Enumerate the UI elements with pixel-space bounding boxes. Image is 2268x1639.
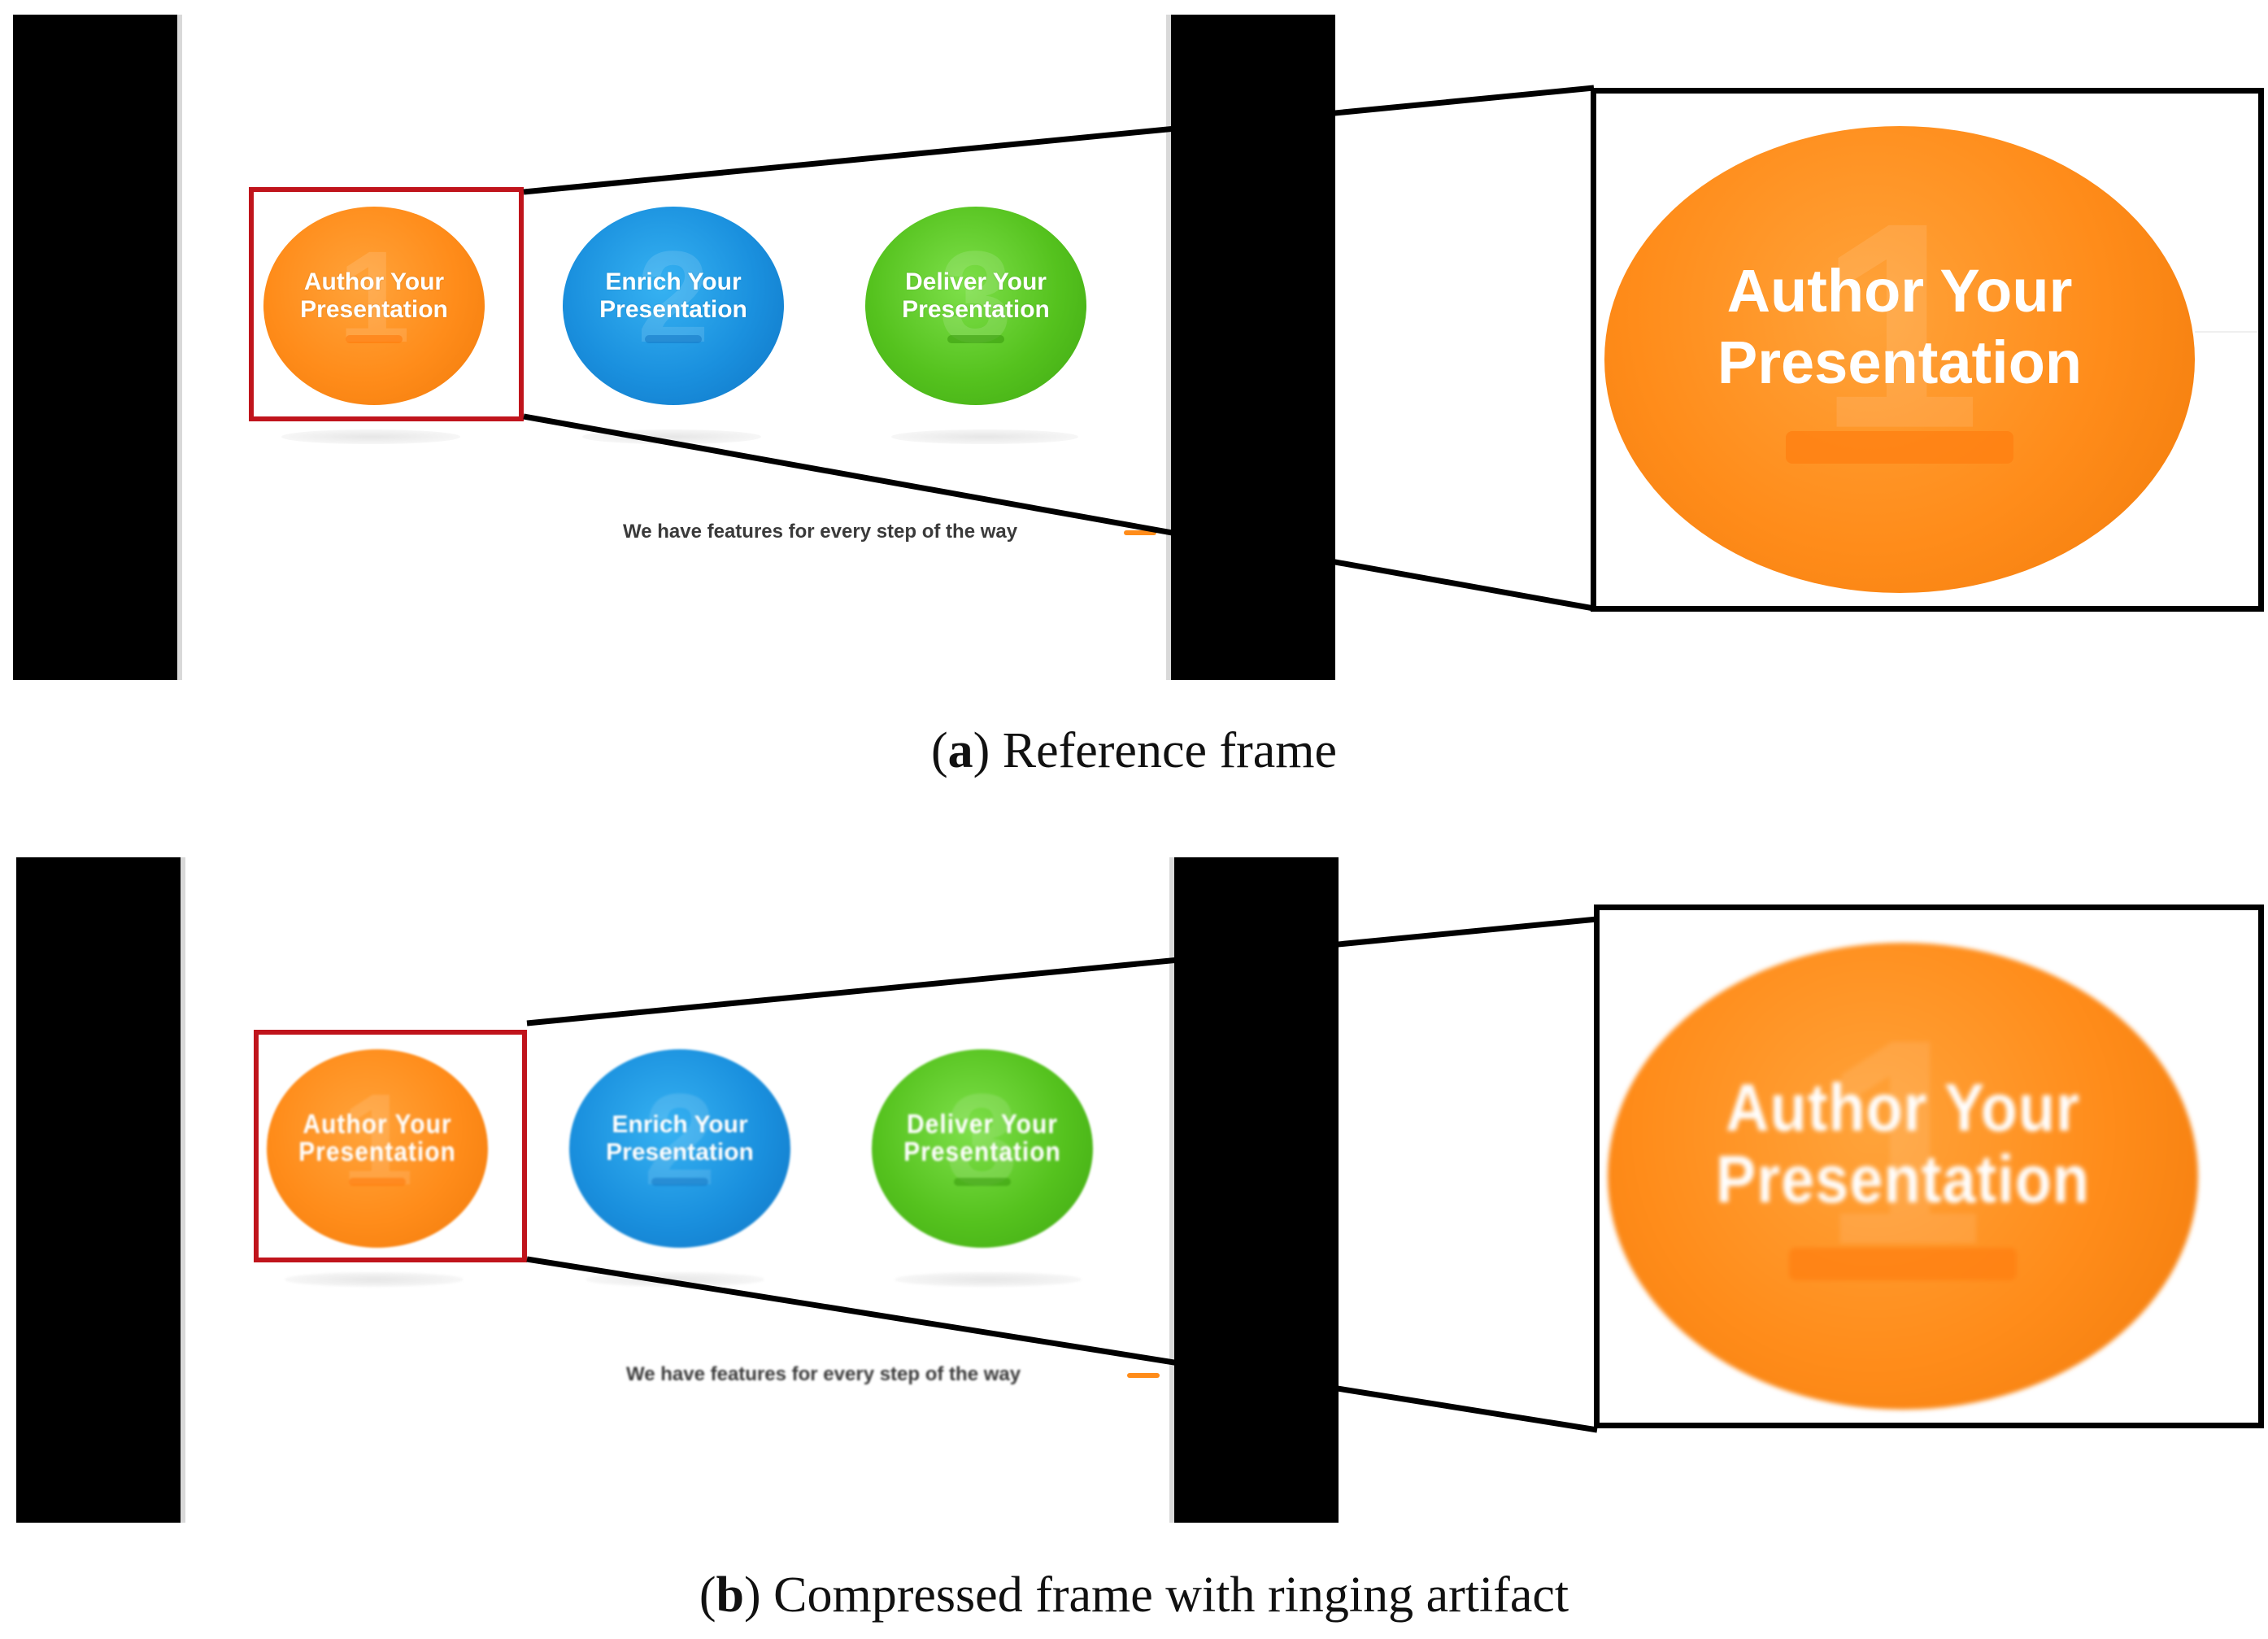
disc-label-line1: Deliver Your bbox=[905, 268, 1047, 295]
enrich-disc: 2 Enrich Your Presentation bbox=[563, 207, 784, 405]
disc-ghost-number: 1 bbox=[337, 223, 411, 369]
disc-shadow bbox=[285, 1272, 464, 1287]
disc-ghost-number: 1 bbox=[341, 1066, 414, 1212]
right-bar-edge bbox=[1169, 857, 1174, 1523]
disc-underline bbox=[954, 1178, 1011, 1186]
zoom-background-line bbox=[2195, 331, 2258, 333]
reference-frame: 1 Author Your Presentation 2 Enrich Your… bbox=[13, 15, 1335, 680]
right-letterbox-bar bbox=[1174, 857, 1339, 1523]
caption-a-text: Reference frame bbox=[1002, 723, 1338, 778]
caption-a: (a) Reference frame bbox=[930, 723, 1338, 778]
left-bar-edge bbox=[181, 857, 185, 1523]
enrich-disc: 2 Enrich Your Presentation bbox=[569, 1049, 790, 1248]
disc-label-line2: Presentation bbox=[902, 296, 1050, 323]
disc-ghost-number: 3 bbox=[939, 223, 1012, 369]
zoom-inset: 1 Author Your Presentation bbox=[1594, 905, 2264, 1428]
zoom-underline bbox=[1789, 1248, 2017, 1280]
author-disc: 1 Author Your Presentation bbox=[263, 207, 485, 405]
disc-underline bbox=[349, 1178, 406, 1186]
connector-bottom-line bbox=[526, 1256, 1598, 1433]
disc-underline bbox=[645, 335, 702, 343]
left-letterbox-bar bbox=[16, 857, 181, 1523]
disc-ghost-number: 2 bbox=[637, 223, 710, 369]
disc-shadow bbox=[895, 1272, 1082, 1287]
disc-label-line2: Presentation bbox=[298, 1136, 456, 1167]
caption-a-letter: a bbox=[947, 723, 973, 778]
disc-label-line2: Presentation bbox=[903, 1136, 1061, 1167]
connector-bottom-line bbox=[523, 413, 1595, 612]
disc-label-line2: Presentation bbox=[300, 296, 448, 323]
tagline-dash bbox=[1127, 1373, 1160, 1378]
zoom-author-disc: 1 Author Your Presentation bbox=[1604, 126, 2195, 593]
right-bar-edge bbox=[1166, 15, 1171, 680]
deliver-disc: 3 Deliver Your Presentation bbox=[865, 207, 1086, 405]
disc-shadow bbox=[281, 429, 460, 444]
disc-underline bbox=[651, 1178, 708, 1186]
disc-label-line1: Enrich Your bbox=[612, 1111, 748, 1138]
tagline: We have features for every step of the w… bbox=[623, 521, 1018, 543]
zoom-connector-lines bbox=[523, 85, 1595, 612]
caption-b-text: Compressed frame with ringing artifact bbox=[773, 1567, 1569, 1623]
highlight-box bbox=[249, 187, 524, 421]
connector-top-line bbox=[526, 916, 1598, 1027]
disc-label-line2: Presentation bbox=[599, 296, 747, 323]
left-letterbox-bar bbox=[13, 15, 177, 680]
zoom-underline bbox=[1786, 431, 2013, 464]
tagline: We have features for every step of the w… bbox=[626, 1363, 1021, 1385]
disc-label-line1: Author Your bbox=[303, 268, 445, 295]
panel-a: 1 Author Your Presentation 2 Enrich Your… bbox=[0, 0, 2268, 716]
zoom-label-line1: Author Your bbox=[1726, 257, 2073, 325]
zoom-author-disc: 1 Author Your Presentation bbox=[1608, 943, 2198, 1410]
highlight-box bbox=[254, 1030, 527, 1262]
disc-label-line1: Enrich Your bbox=[605, 268, 742, 295]
zoom-inset: 1 Author Your Presentation bbox=[1591, 88, 2264, 612]
disc-ghost-number: 2 bbox=[643, 1066, 716, 1212]
zoom-label-line2: Presentation bbox=[1715, 1140, 2091, 1217]
zoom-label-line1: Author Your bbox=[1726, 1069, 2080, 1145]
deliver-disc: 3 Deliver Your Presentation bbox=[872, 1049, 1093, 1248]
disc-label-line1: Author Your bbox=[303, 1109, 452, 1140]
disc-underline bbox=[346, 335, 403, 343]
zoom-connector-lines bbox=[526, 916, 1598, 1433]
disc-label-line2: Presentation bbox=[606, 1139, 754, 1166]
disc-underline bbox=[947, 335, 1004, 343]
disc-shadow bbox=[891, 429, 1078, 444]
disc-ghost-number: 3 bbox=[946, 1066, 1019, 1212]
zoom-label-line2: Presentation bbox=[1717, 329, 2083, 396]
connector-top-line bbox=[523, 85, 1595, 195]
tagline-dash bbox=[1124, 530, 1156, 535]
left-bar-edge bbox=[177, 15, 182, 680]
panel-b: 1 Author Your Presentation 2 Enrich Your… bbox=[0, 843, 2268, 1558]
author-disc: 1 Author Your Presentation bbox=[267, 1049, 488, 1248]
caption-b: (b) Compressed frame with ringing artifa… bbox=[699, 1567, 1569, 1623]
caption-b-letter: b bbox=[716, 1567, 745, 1623]
disc-label-line1: Deliver Your bbox=[907, 1109, 1058, 1140]
